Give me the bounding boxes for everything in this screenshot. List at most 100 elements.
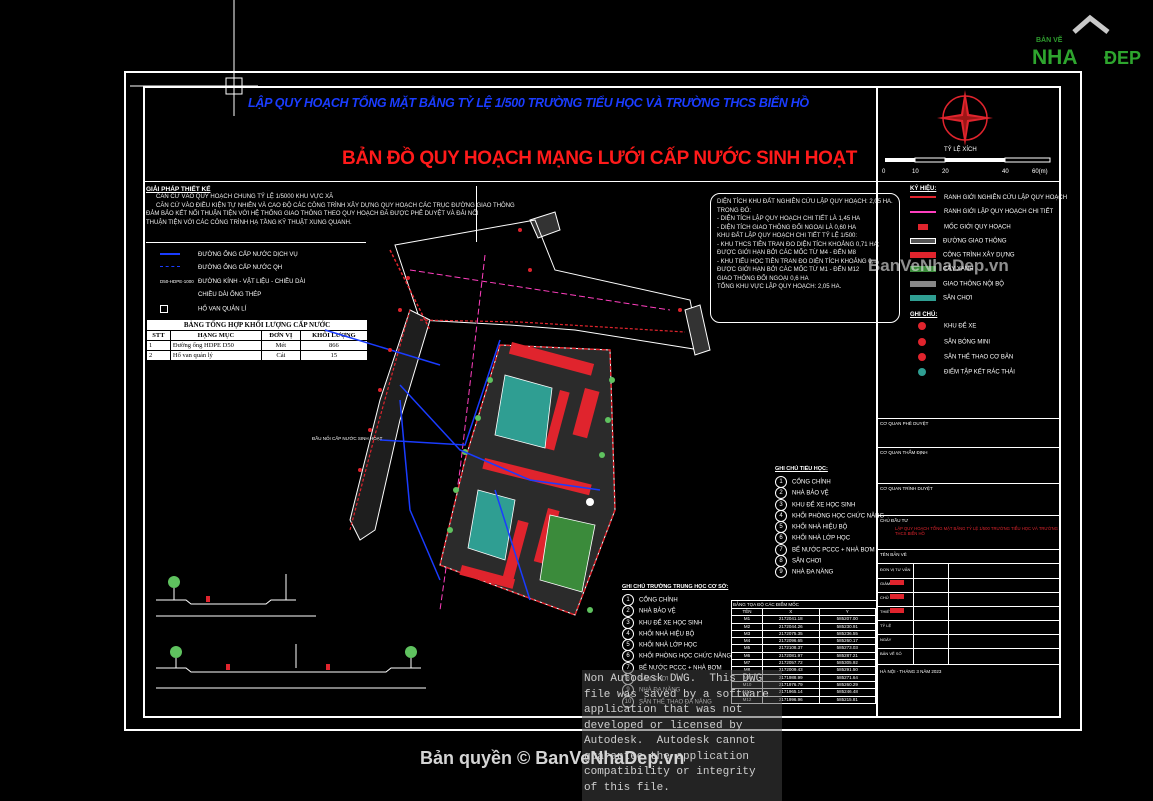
- note-label: KHU ĐỂ XE HỌC SINH: [792, 502, 856, 509]
- note-label: KHỐI NHÀ LỚP HỌC: [639, 642, 698, 649]
- coord-cell: 2172081.97: [763, 652, 820, 660]
- site-plan-drawing[interactable]: [290, 190, 730, 640]
- planned-pipe-swatch: [160, 265, 180, 270]
- note-label: BỂ NƯỚC PCCC + NHÀ BƠM: [639, 665, 722, 672]
- coord-cell: M6: [732, 652, 763, 660]
- coord-cell: 2172044.26: [763, 623, 820, 630]
- solution-line-3: ĐẢM BẢO KẾT NỐI THUẬN TIỆN VỚI HỆ THỐNG …: [146, 211, 479, 217]
- road-swatch: [910, 237, 936, 244]
- autocad-warning-bg: [582, 670, 782, 801]
- service-pipe-swatch: [160, 253, 180, 256]
- table-row: 2 Hố van quản lý Cái 15: [146, 350, 369, 361]
- coord-cell: 2172096.65: [763, 638, 820, 645]
- volume-cell: Hố van quản lý: [169, 350, 262, 361]
- signature-grid: ĐƠN VỊ TƯ VẤN GIÁM ĐỐC CHỦ NHIỆM THIẾT K…: [878, 564, 1061, 665]
- playground-swatch: [910, 295, 936, 302]
- designer-label: THIẾT KẾ: [880, 609, 898, 614]
- parking-icon: [918, 322, 926, 331]
- consultant-label: ĐƠN VỊ TƯ VẤN: [880, 567, 911, 572]
- area-info-line: ĐƯỢC GIỚI HẠN BỞI CÁC MỐC TỪ M4 - ĐẾN M8: [717, 250, 856, 256]
- legend-item: GIAO THÔNG NỘI BỘ: [943, 281, 1004, 288]
- area-info-box: DIỆN TÍCH KHU ĐẤT NGHIÊN CỨU LẬP QUY HOẠ…: [710, 193, 900, 323]
- north-arrow-compass-icon: [937, 90, 993, 146]
- primary-notes-heading: GHI CHÚ TIỂU HỌC:: [775, 466, 828, 472]
- pipe-legend-item-2: ĐƯỜNG ỐNG CẤP NƯỚC QH: [198, 265, 283, 272]
- solution-line-1: CĂN CỨ VÀO QUY HOẠCH CHUNG TỶ LỆ 1/5000 …: [156, 194, 334, 200]
- area-info-line: - DIỆN TÍCH LẬP QUY HOẠCH CHI TIẾT LÀ 1,…: [717, 216, 861, 222]
- legend-item: CÂY XANH: [943, 267, 974, 274]
- coord-cell: 2171976.79: [763, 681, 820, 689]
- note-label: KHU ĐỂ XE HỌC SINH: [639, 620, 703, 627]
- coord-cell: 2171988.99: [763, 674, 820, 681]
- pipe-code-swatch: D50-HDPE-1000: [160, 278, 194, 284]
- red-stamp: [890, 608, 904, 613]
- note-label: KHỐI NHÀ HIỆU BỘ: [792, 524, 848, 531]
- secondary-notes-heading: GHI CHÚ TRƯỜNG TRUNG HỌC CƠ SỞ:: [622, 584, 729, 590]
- red-stamp: [890, 594, 904, 599]
- pipe-legend: ĐƯỜNG ỐNG CẤP NƯỚC DỊCH VỤ ĐƯỜNG ỐNG CẤP…: [160, 252, 330, 316]
- approval-row: CƠ QUAN PHÊ DUYỆT: [878, 418, 1061, 448]
- coord-cell: 2171996.96: [763, 696, 820, 703]
- coord-cell: TÊN: [732, 609, 763, 616]
- coord-cell: 2172009.43: [763, 667, 820, 674]
- coord-cell: 2172075.35: [763, 630, 820, 638]
- red-stamp: [890, 580, 904, 585]
- solution-line-2: CĂN CỨ VÀO ĐIỀU KIỆN TỰ NHIÊN VÀ CAO ĐỘ …: [156, 202, 515, 209]
- area-info-line: TỔNG KHU VỰC LẬP QUY HOẠCH: 2,05 HA.: [717, 284, 842, 290]
- volume-col-stt: STT: [146, 330, 171, 341]
- area-info-line: - KHU TIỂU HỌC TIÊN TRAN ĐO DIỆN TÍCH KH…: [717, 258, 879, 265]
- logo-top-text: BẢN VẼ: [1036, 35, 1063, 44]
- area-info-line: ĐƯỢC GIỚI HẠN BỞI CÁC MỐC TỪ M1 - ĐẾN M1…: [717, 267, 860, 273]
- date-label: NGÀY: [880, 637, 892, 642]
- area-info-line: KHU ĐẤT LẬP QUY HOẠCH CHI TIẾT TỶ LỆ 1/5…: [717, 233, 858, 239]
- note-label: KHỐI PHÒNG HỌC CHỨC NĂNG: [639, 654, 732, 661]
- note-label: NHÀ ĐA NĂNG: [792, 569, 834, 576]
- copyright-watermark: Bản quyền © BanVeNhaDep.vn: [420, 748, 685, 768]
- pipe-legend-item-5: HỐ VAN QUẢN LÍ: [198, 306, 247, 313]
- coord-cell: M2: [732, 623, 763, 630]
- trash-point-icon: [918, 368, 926, 377]
- legend-item: SÂN BÓNG MINI: [944, 339, 991, 346]
- site-watermark: BanVeNhaDep.vn: [868, 256, 1009, 275]
- area-info-line: GIAO THÔNG ĐỐI NGOẠI 0,6 HA: [717, 275, 809, 282]
- note-label: SÂN CHƠI: [792, 558, 822, 565]
- volume-cell: 2: [146, 350, 171, 361]
- sport-field-icon: [918, 352, 926, 361]
- scale-label: TỶ LỆ XÍCH: [944, 147, 977, 153]
- legend-item: MỐC GIỚI QUY HOẠCH: [944, 224, 1011, 231]
- coord-cell: Y: [820, 609, 876, 616]
- autocad-warning-text: Non Autodesk DWG. This DWG file was save…: [584, 673, 769, 794]
- pipe-legend-item-3: ĐƯỜNG KÍNH - VẬT LIỆU - CHIỀU DÀI: [198, 278, 306, 285]
- area-info-line: - DIỆN TÍCH GIAO THÔNG ĐỐI NGOẠI LÀ 0,60…: [717, 224, 857, 231]
- volume-cell: 15: [299, 350, 369, 361]
- scale-cell-label: TỶ LỆ: [880, 623, 892, 628]
- legend-item: SÂN CHƠI: [943, 295, 973, 302]
- volume-col-item: HẠNG MỤC: [169, 330, 262, 341]
- coord-cell: 2172041.18: [763, 616, 820, 623]
- design-solution-block: GIẢI PHÁP THIẾT KẾ CĂN CỨ VÀO QUY HOẠCH …: [146, 186, 515, 242]
- water-volume-table: BẢNG TỔNG HỢP KHỐI LƯỢNG CẤP NƯỚC STT HẠ…: [146, 319, 369, 361]
- banvenhadep-logo: BẢN VẼ NHA ĐẸP: [1030, 12, 1145, 69]
- investor-label: CHỦ ĐẦU TƯ: [880, 518, 909, 523]
- coord-cell: 585230.91: [820, 623, 876, 630]
- note-label: KHỐI NHÀ LỚP HỌC: [792, 536, 851, 543]
- title-block-footer: HÀ NỘI - THÁNG 3 NĂM 2023: [880, 669, 942, 674]
- coord-cell: X: [763, 609, 820, 616]
- plan-connection-label: ĐẦU NỐI CẤP NƯỚC SINH HOẠT: [312, 436, 383, 441]
